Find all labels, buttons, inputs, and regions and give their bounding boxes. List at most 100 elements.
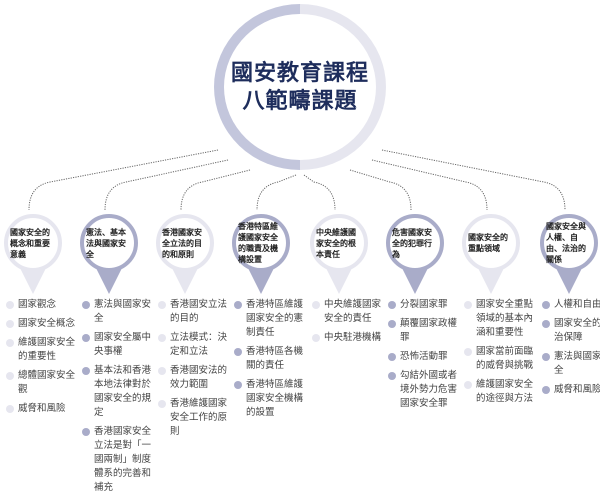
topic-text: 國家安全屬中央事權 bbox=[94, 332, 152, 357]
pin-circle: 國家安全與人權、自由、法治的關係 bbox=[540, 214, 598, 272]
topic-item: 中央維護國家安全的責任 bbox=[310, 298, 384, 326]
topic-text: 憲法與國家安全 bbox=[94, 299, 152, 324]
bullet-icon bbox=[388, 301, 396, 309]
category-column: 中央維護國家安全的根本責任中央維護國家安全的責任中央駐港機構 bbox=[310, 214, 384, 350]
topic-text: 總體國家安全觀 bbox=[18, 370, 76, 395]
topic-list: 香港國安立法的目的立法模式：決定和立法香港國安法的效力範圍香港維護國家安全工作的… bbox=[156, 298, 230, 439]
topic-item: 基本法和香港本地法律對於國家安全的規定 bbox=[80, 364, 154, 420]
topic-item: 憲法與國家安全 bbox=[540, 350, 600, 378]
category-pin: 憲法、基本法與國家安全 bbox=[80, 214, 138, 294]
topic-text: 顛覆國家政權罪 bbox=[400, 318, 458, 343]
topic-item: 憲法與國家安全 bbox=[80, 298, 154, 326]
pin-circle: 香港特區維護國家安全的職責及機構設置 bbox=[232, 214, 290, 272]
topic-item: 中央駐港機構 bbox=[310, 331, 384, 345]
topic-item: 威脅和風險 bbox=[540, 383, 600, 397]
connector-line bbox=[28, 149, 219, 211]
topic-text: 勾結外國或者境外勢力危害國家安全罪 bbox=[400, 370, 458, 409]
bullet-icon bbox=[234, 348, 242, 356]
topic-item: 人權和自由 bbox=[540, 298, 600, 312]
pin-circle: 中央維護國家安全的根本責任 bbox=[310, 214, 368, 272]
topic-text: 國家當前面臨的威脅與挑戰 bbox=[476, 346, 534, 371]
topic-text: 恐怖活動罪 bbox=[400, 351, 448, 362]
topic-item: 香港國安法的效力範圍 bbox=[156, 364, 230, 392]
topic-item: 維護國家安全的途徑與方法 bbox=[462, 378, 536, 406]
topic-text: 國家觀念 bbox=[18, 299, 57, 310]
bullet-icon bbox=[464, 301, 472, 309]
bullet-icon bbox=[6, 320, 14, 328]
topic-text: 香港國家安全立法是對「一國兩制」制度體系的完善和補充 bbox=[94, 426, 152, 493]
topic-item: 國家安全屬中央事權 bbox=[80, 331, 154, 359]
category-column: 國家安全的概念和重要意義國家觀念國家安全概念維護國家安全的重要性總體國家安全觀威… bbox=[4, 214, 78, 421]
category-pin: 國家安全的重點領域 bbox=[462, 214, 520, 294]
topic-text: 香港國安法的效力範圍 bbox=[170, 365, 228, 390]
topic-item: 分裂國家罪 bbox=[386, 298, 460, 312]
category-pin: 香港國家安全立法的目的和原則 bbox=[156, 214, 214, 294]
pin-circle: 香港國家安全立法的目的和原則 bbox=[156, 214, 214, 272]
topic-item: 立法模式：決定和立法 bbox=[156, 331, 230, 359]
connector-line bbox=[104, 159, 229, 211]
category-column: 國家安全與人權、自由、法治的關係人權和自由國家安全的法治保障憲法與國家安全威脅和… bbox=[540, 214, 600, 402]
bullet-icon bbox=[388, 320, 396, 328]
pin-circle: 危害國家安全的犯罪行為 bbox=[386, 214, 444, 272]
bullet-icon bbox=[388, 353, 396, 361]
bullet-icon bbox=[6, 372, 14, 380]
topic-list: 人權和自由國家安全的法治保障憲法與國家安全威脅和風險 bbox=[540, 298, 600, 397]
category-column: 憲法、基本法與國家安全憲法與國家安全國家安全屬中央事權基本法和香港本地法律對於國… bbox=[80, 214, 154, 500]
topic-text: 香港特區維護國家安全機構的設置 bbox=[246, 379, 304, 418]
topic-item: 國家安全的法治保障 bbox=[540, 317, 600, 345]
bullet-icon bbox=[388, 372, 396, 380]
category-label: 國家安全的重點領域 bbox=[468, 233, 508, 253]
bullet-icon bbox=[82, 428, 90, 436]
bullet-icon bbox=[312, 334, 320, 342]
bullet-icon bbox=[82, 301, 90, 309]
topic-item: 香港特區各機關的責任 bbox=[232, 345, 306, 373]
category-pin: 國家安全的概念和重要意義 bbox=[4, 214, 62, 294]
main-topic-circle: 國安教育課程 八範疇課題 bbox=[214, 4, 386, 170]
connector-line bbox=[349, 169, 412, 211]
topic-item: 國家安全重點領域的基本內涵和重要性 bbox=[462, 298, 536, 340]
topic-text: 香港維護國家安全工作的原則 bbox=[170, 398, 228, 437]
bullet-icon bbox=[312, 301, 320, 309]
bullet-icon bbox=[464, 348, 472, 356]
topic-text: 香港特區各機關的責任 bbox=[246, 346, 304, 371]
bullet-icon bbox=[542, 386, 550, 394]
category-label: 中央維護國家安全的根本責任 bbox=[316, 227, 356, 259]
topic-text: 威脅和風險 bbox=[18, 403, 66, 414]
connector-line bbox=[381, 149, 566, 211]
topic-item: 恐怖活動罪 bbox=[386, 350, 460, 364]
category-pin: 中央維護國家安全的根本責任 bbox=[310, 214, 368, 294]
topic-item: 香港國家安全立法是對「一國兩制」制度體系的完善和補充 bbox=[80, 425, 154, 495]
category-label: 國家安全與人權、自由、法治的關係 bbox=[546, 222, 586, 264]
topic-item: 國家安全概念 bbox=[4, 317, 78, 331]
topic-item: 香港國安立法的目的 bbox=[156, 298, 230, 326]
bullet-icon bbox=[158, 400, 166, 408]
topic-list: 國家安全重點領域的基本內涵和重要性國家當前面臨的威脅與挑戰維護國家安全的途徑與方… bbox=[462, 298, 536, 406]
main-title-line2: 八範疇課題 bbox=[242, 88, 358, 114]
topic-text: 中央駐港機構 bbox=[324, 332, 382, 343]
connector-line bbox=[256, 174, 297, 211]
category-label: 香港特區維護國家安全的職責及機構設置 bbox=[238, 222, 278, 264]
connector-line bbox=[180, 169, 251, 211]
bullet-icon bbox=[542, 353, 550, 361]
bullet-icon bbox=[158, 301, 166, 309]
topic-item: 香港維護國家安全工作的原則 bbox=[156, 397, 230, 439]
topic-item: 威脅和風險 bbox=[4, 402, 78, 416]
topic-text: 國家安全的法治保障 bbox=[554, 318, 600, 343]
category-pin: 香港特區維護國家安全的職責及機構設置 bbox=[232, 214, 290, 294]
topic-item: 總體國家安全觀 bbox=[4, 369, 78, 397]
topic-item: 國家當前面臨的威脅與挑戰 bbox=[462, 345, 536, 373]
topic-list: 中央維護國家安全的責任中央駐港機構 bbox=[310, 298, 384, 345]
category-label: 國家安全的概念和重要意義 bbox=[10, 227, 50, 259]
bullet-icon bbox=[82, 367, 90, 375]
topic-item: 顛覆國家政權罪 bbox=[386, 317, 460, 345]
category-column: 國家安全的重點領域國家安全重點領域的基本內涵和重要性國家當前面臨的威脅與挑戰維護… bbox=[462, 214, 536, 411]
topic-text: 威脅和風險 bbox=[554, 384, 600, 395]
bullet-icon bbox=[234, 301, 242, 309]
topic-text: 香港國安立法的目的 bbox=[170, 299, 228, 324]
main-title-line1: 國安教育課程 bbox=[230, 60, 369, 86]
topic-item: 國家觀念 bbox=[4, 298, 78, 312]
bullet-icon bbox=[6, 339, 14, 347]
topic-item: 勾結外國或者境外勢力危害國家安全罪 bbox=[386, 369, 460, 411]
bullet-icon bbox=[158, 367, 166, 375]
bullet-icon bbox=[234, 381, 242, 389]
